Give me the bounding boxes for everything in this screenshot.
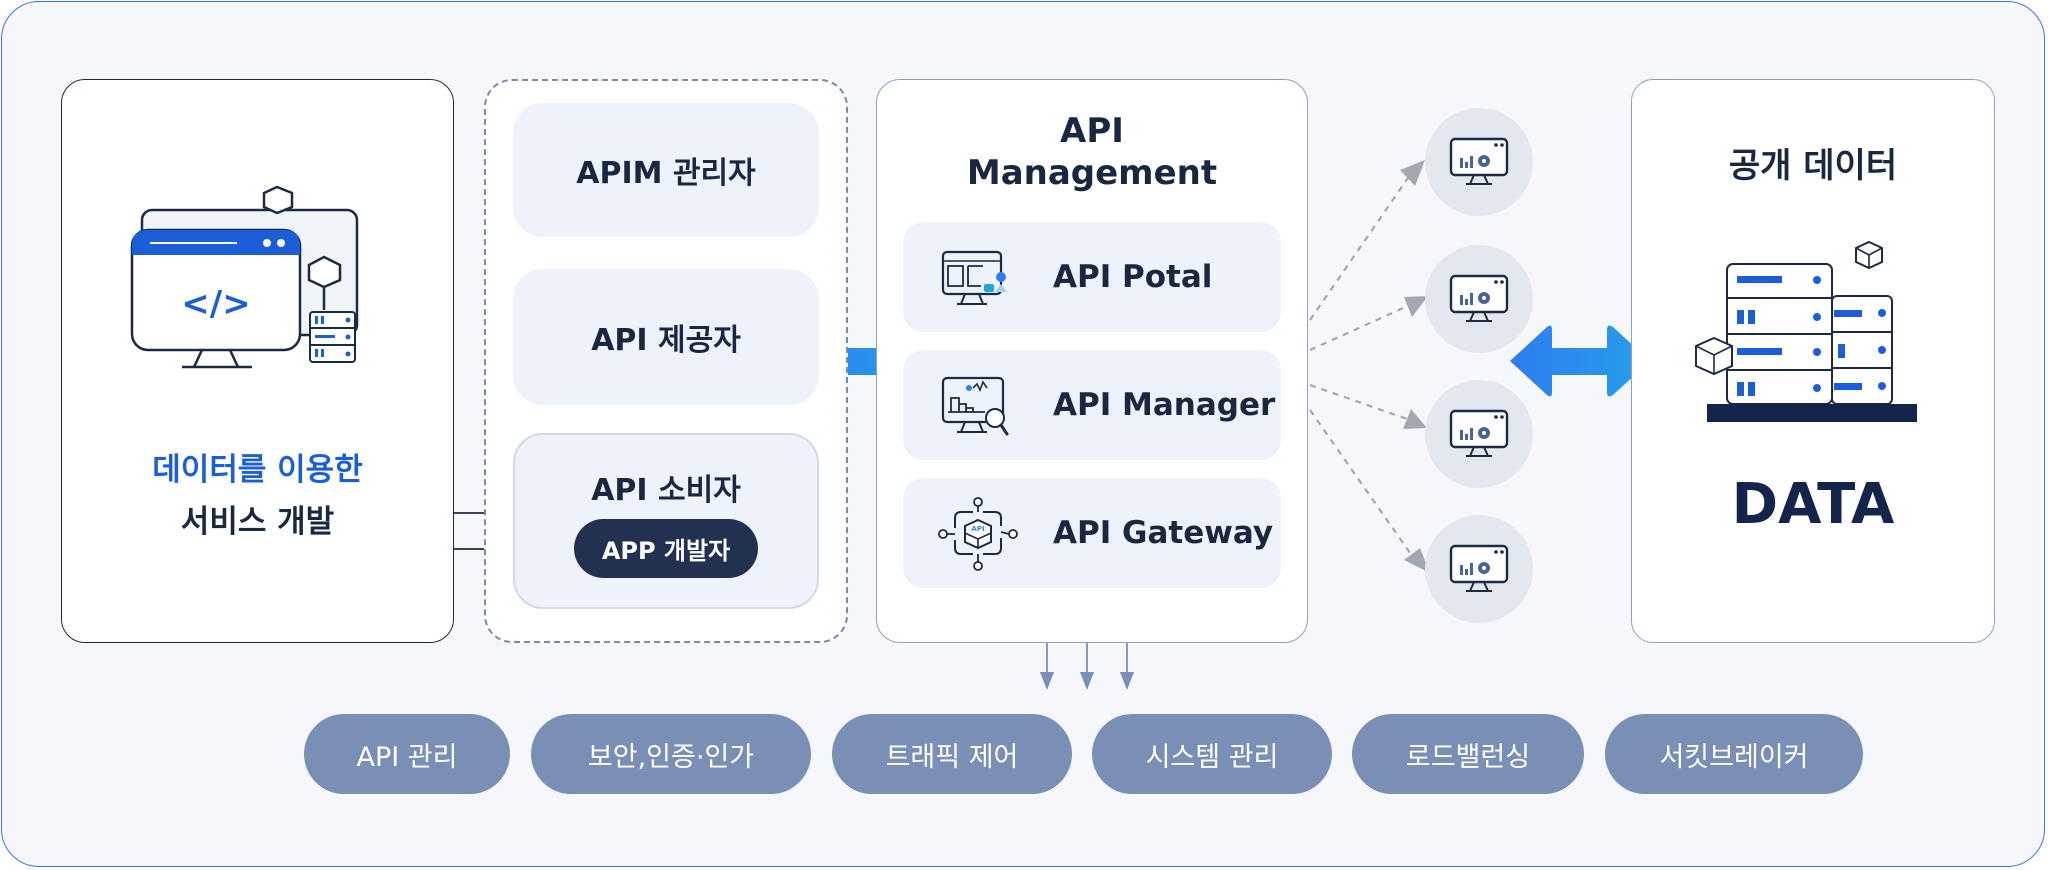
role-label: API 제공자 [591,323,741,358]
data-label: DATA [1731,472,1895,537]
portal-monitor-icon [941,250,1007,305]
feature-pill-system-management[interactable]: 시스템 관리 [1092,714,1332,794]
svg-text:</>: </> [181,284,250,324]
feature-pill-load-balancing[interactable]: 로드밸런싱 [1352,714,1584,794]
apim-title-line1: API [1060,111,1124,151]
dotted-arrow-heads [1400,160,1430,573]
monitor-chart-gear-icon [1449,274,1509,322]
apim-to-nodes-dotted-arrows [1309,174,1416,561]
feature-pill-security-auth[interactable]: 보안,인증·인가 [531,714,811,794]
service-node[interactable] [1425,515,1533,623]
monitor-chart-gear-icon [1449,137,1509,185]
apim-item-label: API Potal [1053,259,1213,295]
apim-item-manager[interactable]: API Manager [903,350,1281,460]
service-node[interactable] [1425,245,1533,353]
apim-item-gateway[interactable]: API API Gateway [903,478,1281,588]
apim-title-line2: Management [966,153,1218,193]
role-apim-admin[interactable]: APIM 관리자 [513,103,819,237]
public-data-title: 공개 데이터 [1728,146,1898,186]
role-label: API 소비자 [591,472,741,508]
nodes-data-double-arrow [1510,325,1650,397]
service-node[interactable] [1425,380,1533,488]
role-api-consumer[interactable]: API 소비자 APP 개발자 [513,433,819,609]
service-node[interactable] [1425,108,1533,216]
apim-down-arrows [1046,643,1128,672]
apim-item-label: API Gateway [1053,515,1274,551]
api-management-panel: API Management API Potal [876,79,1308,643]
public-data-panel: 공개 데이터 DATA [1631,79,1995,643]
monitor-chart-gear-icon [1449,544,1509,592]
feature-pill-api-management[interactable]: API 관리 [304,714,510,794]
feature-pill-circuit-breaker[interactable]: 서킷브레이커 [1605,714,1863,794]
code-monitor-icon: </> [130,185,359,369]
roles-panel: APIM 관리자 API 제공자 API 소비자 APP 개발자 [484,79,848,643]
monitor-chart-gear-icon [1449,409,1509,457]
apim-item-portal[interactable]: API Potal [903,222,1281,332]
role-api-provider[interactable]: API 제공자 [513,269,819,405]
developer-title-line2: 서비스 개발 [180,504,335,540]
apim-item-label: API Manager [1053,387,1276,423]
role-label: APIM 관리자 [576,156,756,191]
server-rack-icon [1695,240,1917,422]
developer-panel: </> 데이터를 이용한 서비스 개발 [61,79,454,643]
developer-title-line1: 데이터를 이용한 [152,452,363,488]
apim-title: API Management [877,110,1307,194]
analytics-monitor-icon [941,376,1009,436]
gateway-cube-icon: API [938,497,1018,571]
app-developer-badge: APP 개발자 [573,518,759,578]
feature-pill-traffic-control[interactable]: 트래픽 제어 [832,714,1072,794]
svg-text:API: API [971,525,984,533]
